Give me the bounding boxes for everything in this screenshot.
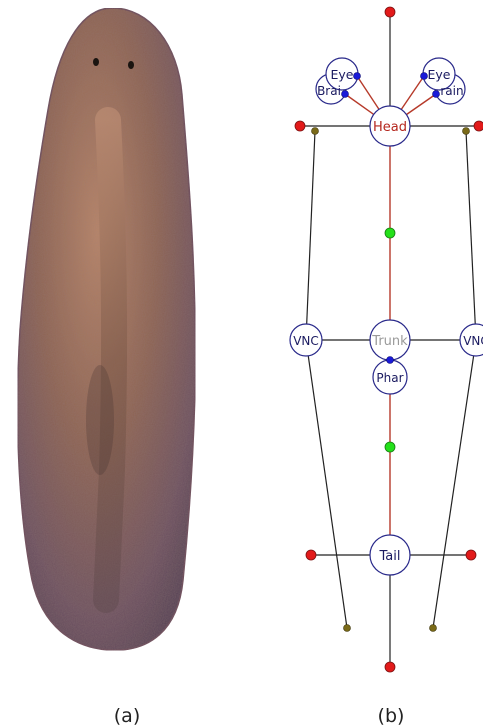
planarian-eyespot-left (93, 58, 99, 66)
point-head-right (474, 121, 483, 131)
link-vnc-left-up (306, 131, 315, 340)
node-brain-left-label: Brai (317, 84, 341, 98)
point-head-left (295, 121, 305, 131)
node-tail-label: Tail (379, 549, 401, 564)
panel-b-caption: (b) (378, 705, 405, 727)
point-trunk-pharynx (387, 357, 394, 364)
point-vnc-right-bottom (430, 625, 437, 632)
point-vnc-right-top (463, 128, 470, 135)
node-vnc-left-label: VNC (293, 334, 319, 348)
node-eye-right-label: Eye (428, 67, 451, 82)
link-vnc-left-down (306, 340, 347, 628)
point-brain-left (342, 91, 349, 98)
node-vnc-right-label: VNC (463, 334, 483, 348)
point-brain-right (433, 91, 440, 98)
point-bottom (385, 662, 395, 672)
point-axis-upper (385, 228, 395, 238)
point-axis-lower (385, 442, 395, 452)
graph-nodes (290, 58, 483, 575)
point-vnc-left-bottom (344, 625, 351, 632)
node-head-label: Head (373, 120, 407, 135)
planarian-image (18, 8, 196, 650)
point-eye-left (354, 73, 361, 80)
link-vnc-right-up (466, 131, 476, 340)
point-eye-right (421, 73, 428, 80)
node-brain-right-label: rain (440, 84, 463, 98)
point-tail-right (466, 550, 476, 560)
point-tail-left (306, 550, 316, 560)
planarian-pharynx-shadow (86, 365, 114, 475)
point-top (385, 7, 395, 17)
planarian-midline (106, 120, 114, 600)
link-vnc-right-down (433, 340, 476, 628)
model-graph: Head Trunk Tail VNC VNC Phar Brai rain E… (290, 7, 483, 672)
node-pharynx-label: Phar (376, 371, 403, 385)
point-vnc-left-top (312, 128, 319, 135)
axis-links (345, 76, 436, 555)
node-trunk-label: Trunk (371, 334, 408, 349)
planarian-eyespot-right (128, 61, 134, 69)
node-eye-left-label: Eye (331, 67, 354, 82)
panel-a-caption: (a) (114, 705, 140, 727)
